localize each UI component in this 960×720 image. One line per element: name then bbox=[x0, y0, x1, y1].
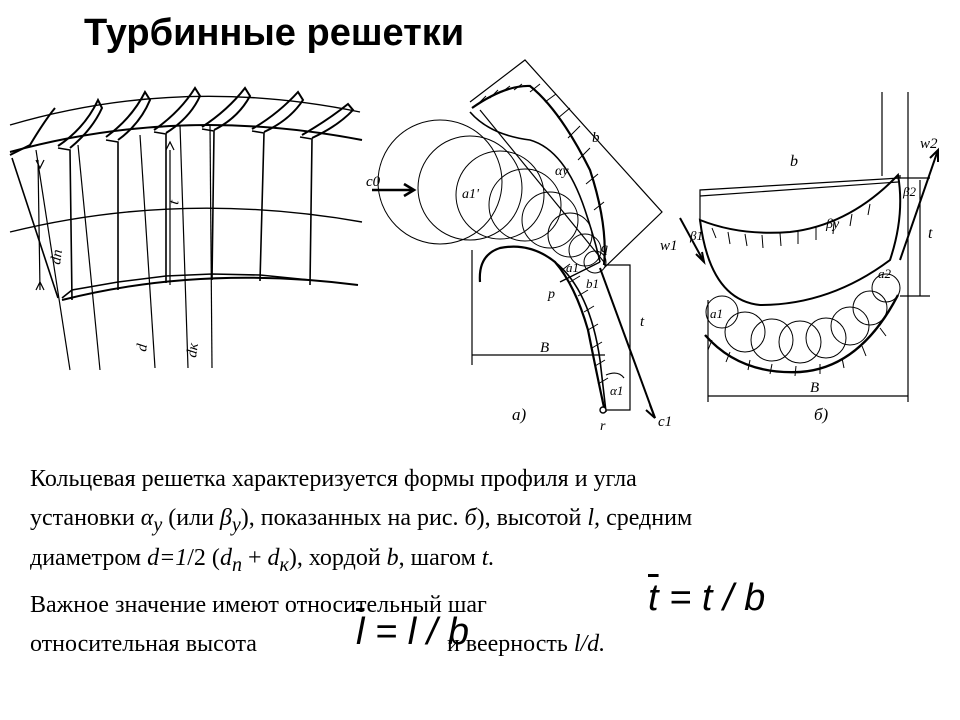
svg-text:w1: w1 bbox=[660, 238, 678, 254]
svg-text:B: B bbox=[810, 380, 819, 396]
svg-text:a1: a1 bbox=[566, 260, 579, 275]
svg-text:t: t bbox=[928, 225, 933, 242]
annular-cascade-drawing bbox=[9, 86, 363, 371]
svg-text:βy: βy bbox=[825, 217, 840, 232]
svg-text:a2: a2 bbox=[878, 266, 892, 281]
svg-text:dп: dп bbox=[48, 248, 66, 265]
svg-text:w2: w2 bbox=[920, 136, 938, 152]
relative-pitch-formula: t = t / b bbox=[648, 577, 766, 619]
svg-text:B: B bbox=[540, 340, 549, 356]
svg-text:б): б) bbox=[814, 405, 829, 424]
nozzle-cascade-drawing bbox=[372, 59, 663, 419]
description-line-1: Кольцевая решетка характеризуется формы … bbox=[30, 466, 637, 492]
svg-text:b: b bbox=[592, 130, 600, 146]
svg-text:α1: α1 bbox=[610, 383, 623, 398]
slide-title: Турбинные решетки bbox=[84, 12, 465, 54]
rotor-cascade-drawing bbox=[679, 92, 939, 402]
svg-text:d: d bbox=[134, 342, 151, 352]
svg-text:c0: c0 bbox=[366, 174, 381, 190]
svg-text:a1': a1' bbox=[462, 187, 480, 202]
annular-cascade-labels: dп t d dк bbox=[48, 198, 202, 358]
svg-text:β2: β2 bbox=[902, 184, 916, 199]
svg-text:b1: b1 bbox=[586, 276, 599, 291]
svg-text:b: b bbox=[790, 153, 798, 170]
relative-height-formula: l = l / b bbox=[356, 611, 470, 653]
nozzle-cascade-labels: c0 c1 b a1' αy a1 b1 q p t B α1 r а) bbox=[366, 130, 672, 434]
svg-text:t: t bbox=[640, 314, 645, 330]
svg-text:r: r bbox=[600, 419, 606, 434]
description-line-3: диаметром d=1/2 (dп + dк), хордой b, шаг… bbox=[30, 545, 495, 576]
svg-text:p: p bbox=[547, 287, 555, 302]
svg-text:t: t bbox=[166, 198, 183, 205]
description-line-4: Важное значение имеют относительный шаг bbox=[30, 592, 487, 618]
svg-text:β1: β1 bbox=[689, 228, 703, 243]
svg-text:а): а) bbox=[512, 405, 527, 424]
svg-text:αy: αy bbox=[555, 164, 569, 179]
rotor-cascade-labels: b w1 w2 β1 β2 βy t a1 a2 B б) bbox=[660, 136, 938, 424]
svg-text:dк: dк bbox=[184, 341, 202, 359]
svg-text:a1: a1 bbox=[710, 306, 723, 321]
svg-text:q: q bbox=[601, 241, 608, 256]
turbine-cascade-figure: dп t d dк bbox=[9, 59, 939, 434]
svg-text:c1: c1 bbox=[658, 414, 672, 430]
description-line-2: установки αy (или βy), показанных на рис… bbox=[30, 505, 693, 536]
